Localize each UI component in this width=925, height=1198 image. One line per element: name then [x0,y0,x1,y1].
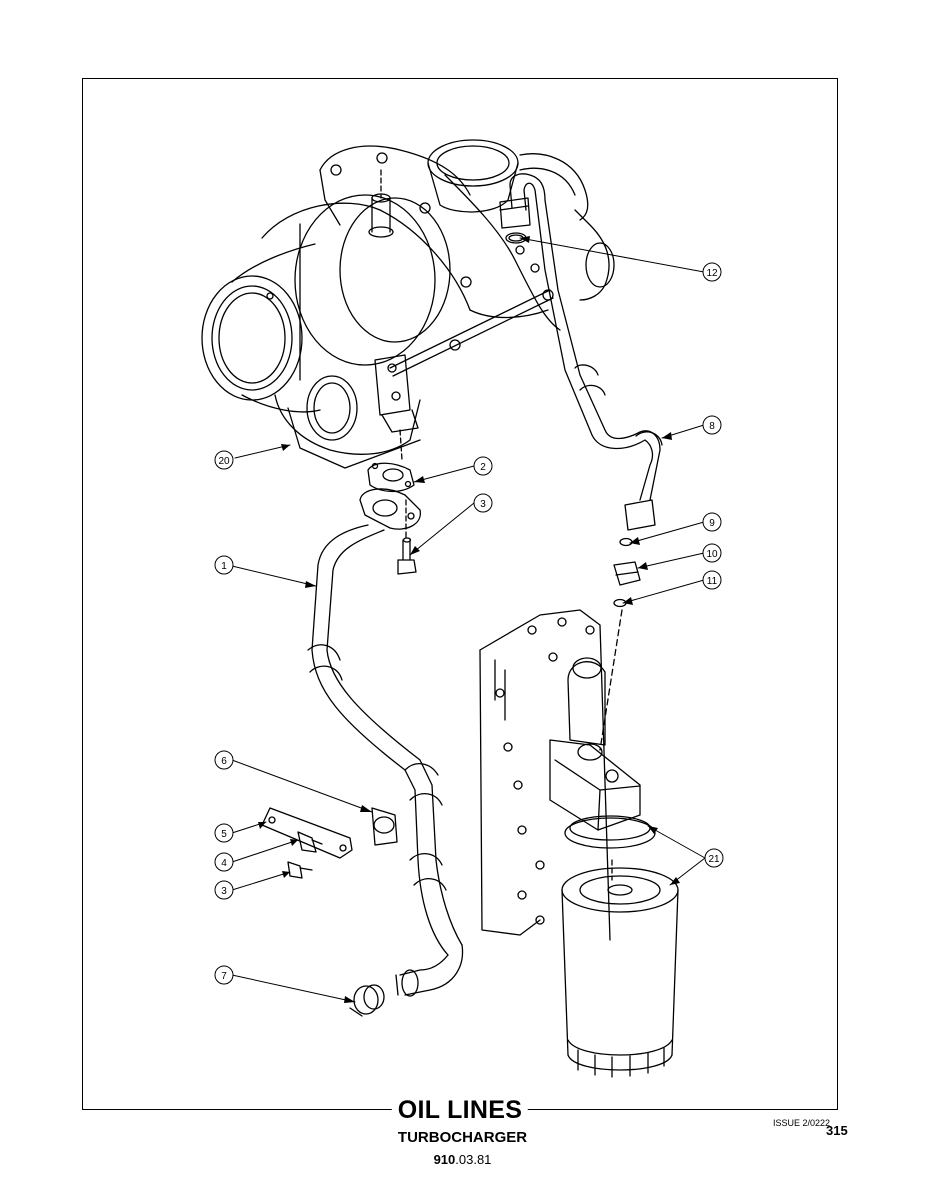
callout-1: 1 [214,555,234,575]
section-code-bold: 910 [433,1152,456,1167]
title-row: OIL LINES [82,1096,838,1126]
gasket [367,462,415,493]
svg-text:12: 12 [706,268,718,279]
callout-6: 6 [214,750,234,770]
oil-drain-tube [307,488,464,997]
callout-9: 9 [702,512,722,532]
page-number: 315 [826,1123,848,1138]
svg-text:5: 5 [221,829,227,840]
callout-8: 8 [702,415,722,435]
page-subtitle: TURBOCHARGER [397,1129,528,1146]
oil-supply-line [499,173,663,531]
svg-text:2: 2 [480,462,486,473]
leader-arrowheads [258,236,680,1003]
svg-text:20: 20 [218,456,230,467]
callout-21: 21 [704,848,724,868]
callout-7: 7 [214,965,234,985]
section-code-rest: .03.81 [455,1152,492,1167]
callout-20: 20 [214,450,234,470]
svg-text:1: 1 [221,561,227,572]
section-code: 910.03.81 [0,1152,925,1167]
svg-text:9: 9 [709,518,715,529]
callout-12: 12 [702,262,722,282]
callout-11: 11 [702,570,722,590]
svg-text:11: 11 [707,576,718,587]
svg-text:21: 21 [708,854,720,865]
callout-3-lower: 3 [214,880,234,900]
page-title: OIL LINES [391,1096,529,1125]
svg-text:7: 7 [221,971,227,982]
seal-rings-and-adapter [599,537,641,751]
callout-10: 10 [702,543,722,563]
mounting-hardware [261,807,398,879]
svg-text:8: 8 [709,421,715,432]
svg-text:3: 3 [480,499,486,510]
svg-text:4: 4 [221,858,227,869]
oil-filter [561,859,679,1078]
callout-4: 4 [214,852,234,872]
callout-3-upper: 3 [473,493,493,513]
turbocharger [201,139,615,469]
engine-block [479,609,656,941]
svg-text:10: 10 [706,549,718,560]
issue-label: ISSUE 2/0222 [773,1118,831,1128]
callout-5: 5 [214,823,234,843]
clamp [349,984,385,1017]
callout-2: 2 [473,456,493,476]
svg-text:6: 6 [221,756,227,767]
svg-text:3: 3 [221,886,227,897]
leader-lines [231,237,706,1003]
callouts: 12 8 9 10 11 20 2 3 1 6 5 4 3 7 21 [214,262,724,985]
bolt-upper [397,499,417,575]
